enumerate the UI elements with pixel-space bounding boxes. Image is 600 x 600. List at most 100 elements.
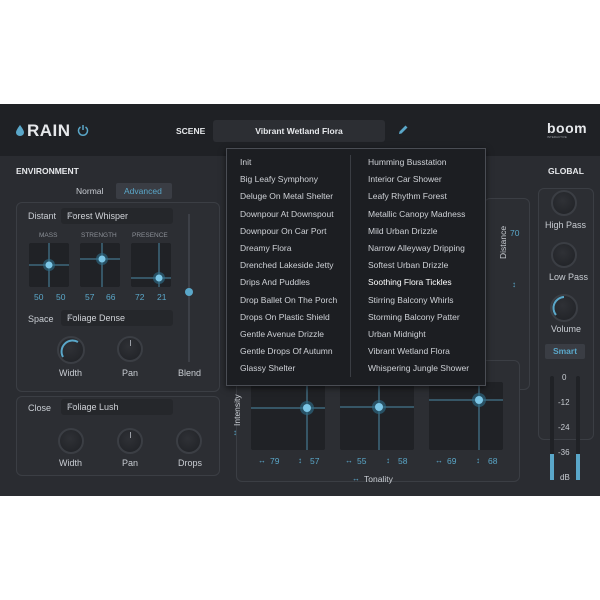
presence-xy-pad[interactable] [131, 243, 171, 287]
h-arrow-icon: ↔ [345, 456, 353, 465]
high-pass-knob[interactable] [551, 190, 577, 216]
v-arrow-icon: ↕ [298, 456, 302, 465]
presence-value-y: 21 [157, 292, 167, 302]
tab-advanced[interactable]: Advanced [116, 183, 172, 199]
tonality-label: Tonality [364, 474, 393, 484]
low-pass-knob[interactable] [551, 242, 577, 268]
scene-menu-item[interactable]: Drops On Plastic Shield [240, 311, 330, 322]
scene-menu-item[interactable]: Vibrant Wetland Flora [368, 346, 450, 357]
pencil-icon[interactable] [397, 124, 409, 136]
strength-xy-pad[interactable] [80, 243, 120, 287]
close-label: Close [28, 403, 52, 413]
power-icon[interactable] [77, 124, 89, 136]
scene-menu-item[interactable]: Stirring Balcony Whirls [368, 294, 454, 305]
scene-menu-item[interactable]: Drips And Puddles [240, 277, 310, 288]
environment-title: ENVIRONMENT [16, 166, 79, 176]
space-width-knob[interactable] [57, 336, 85, 364]
scene-dropdown-menu [226, 148, 486, 386]
scene-menu-item[interactable]: Gentle Drops Of Autumn [240, 346, 333, 357]
pad-label-presence: PRESENCE [132, 232, 168, 239]
close-preset-value: Foliage Lush [67, 402, 119, 412]
dropdown-divider [350, 155, 351, 377]
scene-menu-item[interactable]: Downpour On Car Port [240, 225, 327, 236]
scene-menu-item[interactable]: Init [240, 157, 252, 167]
tonality-pad-2[interactable] [340, 382, 414, 450]
space-preset-selector[interactable]: Foliage Dense◂ ▸ [61, 310, 173, 326]
tonality-pad-1-x: 79 [270, 456, 280, 466]
environment-tabs: Normal Advanced [72, 183, 172, 199]
arrows-icon: ◂ ▸ [67, 314, 76, 321]
volume-knob[interactable] [550, 294, 578, 322]
scene-menu-item[interactable]: Urban Midnight [368, 329, 426, 339]
scene-menu-item[interactable]: Leafy Rhythm Forest [368, 191, 447, 202]
close-width-knob[interactable] [58, 428, 84, 454]
blend-label: Blend [178, 368, 202, 378]
pad-label-mass: MASS [39, 232, 58, 239]
tonality-pad-3[interactable] [429, 382, 503, 450]
meter-tick-24: -24 [558, 423, 570, 432]
scene-menu-item[interactable]: Storming Balcony Patter [368, 311, 460, 322]
scene-menu-item[interactable]: Narrow Alleyway Dripping [368, 243, 465, 253]
space-pan-knob[interactable] [117, 336, 143, 362]
space-label: Space [28, 314, 54, 324]
global-title: GLOBAL [548, 166, 584, 176]
scene-value: Vibrant Wetland Flora [255, 126, 343, 136]
meter-tick-0: 0 [562, 373, 567, 382]
strength-value-y: 66 [106, 292, 116, 302]
strength-value-x: 57 [85, 292, 95, 302]
scene-menu-item[interactable]: Soothing Flora Tickles [368, 277, 452, 288]
low-pass-label: Low Pass [549, 272, 589, 282]
arrows-icon: ◂ ▸ [67, 403, 76, 410]
v-arrow-icon: ↕ [386, 456, 390, 465]
app-title: RAIN [27, 121, 71, 140]
mass-value-x: 50 [34, 292, 44, 302]
scene-menu-item[interactable]: Downpour At Downspout [240, 208, 334, 219]
close-pan-label: Pan [122, 458, 139, 468]
scene-menu-item[interactable]: Big Leafy Symphony [240, 174, 318, 185]
distant-preset-value: Forest Whisper [67, 211, 129, 221]
tonality-pad-1[interactable] [251, 382, 325, 450]
scene-menu-item[interactable]: Mild Urban Drizzle [368, 225, 438, 236]
blend-slider-handle[interactable] [185, 288, 193, 296]
scene-menu-item[interactable]: Deluge On Metal Shelter [240, 191, 334, 202]
close-drops-label: Drops [178, 458, 203, 468]
close-preset-selector[interactable]: Foliage Lush◂ ▸ [61, 399, 173, 415]
level-meter-right [576, 376, 580, 480]
distant-preset-selector[interactable]: Forest Whisper◂ ▸ [61, 208, 173, 224]
mass-value-y: 50 [56, 292, 66, 302]
scene-menu-item[interactable]: Gentle Avenue Drizzle [240, 329, 324, 339]
intensity-arrow-icon: ↕ [233, 428, 237, 437]
pad-label-strength: STRENGTH [81, 232, 117, 239]
tonality-pad-1-y: 57 [310, 456, 320, 466]
scene-menu-item[interactable]: Dreamy Flora [240, 243, 292, 253]
scene-menu-item[interactable]: Interior Car Shower [368, 174, 442, 185]
distant-label: Distant [28, 211, 57, 221]
smart-button[interactable]: Smart [545, 344, 585, 359]
scene-menu-item[interactable]: Drenched Lakeside Jetty [240, 260, 334, 271]
scene-selector[interactable]: Vibrant Wetland Flora [213, 120, 385, 142]
level-meter-left [550, 376, 554, 480]
scene-menu-item[interactable]: Drop Ballet On The Porch [240, 294, 338, 305]
mass-xy-pad[interactable] [29, 243, 69, 287]
h-arrow-icon: ↔ [435, 456, 443, 465]
meter-unit: dB [560, 473, 570, 482]
distance-value: 70 [510, 228, 520, 238]
smart-label: Smart [552, 346, 578, 356]
space-pan-label: Pan [122, 368, 139, 378]
space-width-label: Width [59, 368, 83, 378]
scene-menu-item[interactable]: Softest Urban Drizzle [368, 260, 449, 271]
raindrop-icon [16, 125, 24, 136]
close-pan-knob[interactable] [117, 428, 143, 454]
scene-menu-item[interactable]: Humming Busstation [368, 157, 447, 167]
distance-label: Distance [498, 225, 508, 259]
close-drops-knob[interactable] [176, 428, 202, 454]
scene-menu-item[interactable]: Whispering Jungle Shower [368, 363, 470, 374]
boom-logo: boom INTERACTIVE [547, 120, 588, 139]
tab-normal[interactable]: Normal [76, 186, 104, 196]
tonality-pad-2-x: 55 [357, 456, 367, 466]
scene-menu-item[interactable]: Metallic Canopy Madness [368, 208, 466, 219]
scene-menu-item[interactable]: Glassy Shelter [240, 363, 296, 374]
tonality-pad-2-y: 58 [398, 456, 408, 466]
tonality-pad-3-y: 68 [488, 456, 498, 466]
arrows-icon: ◂ ▸ [67, 212, 76, 219]
